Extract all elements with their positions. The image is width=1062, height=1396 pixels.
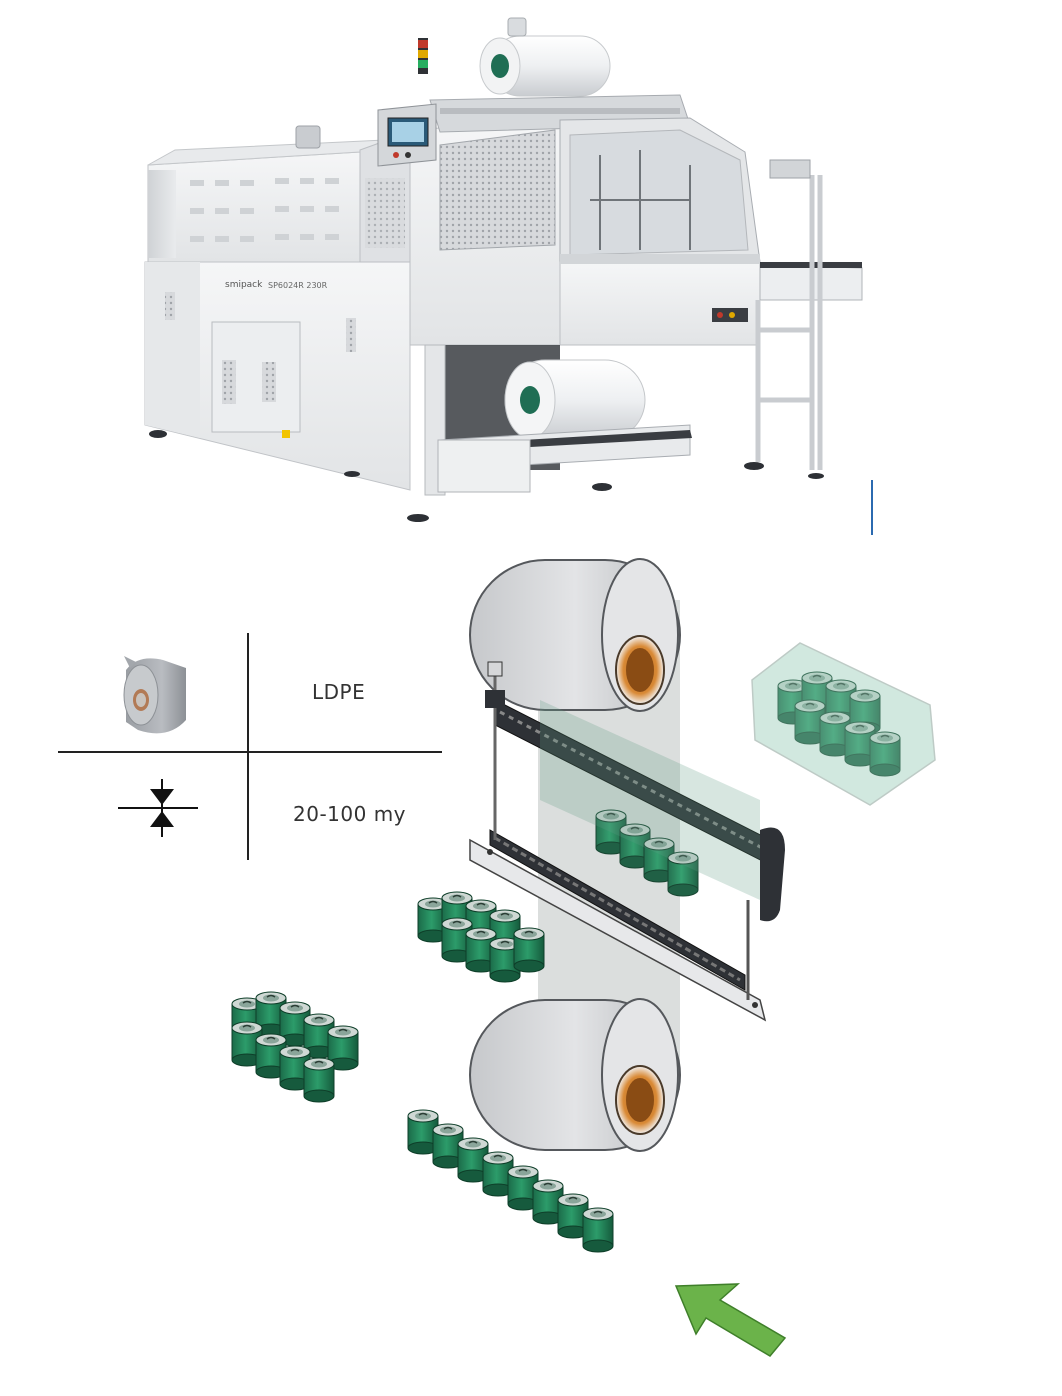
spec-table-grid bbox=[58, 633, 442, 860]
thickness-label: 20-100 my bbox=[293, 802, 407, 826]
grouped-cans-pack bbox=[417, 891, 545, 983]
collated-cans-pack bbox=[231, 991, 359, 1103]
sealing-bar-assembly bbox=[469, 661, 785, 1022]
machine-photo: smipack SP6024R 230R bbox=[144, 17, 873, 535]
machine-model-label: SP6024R 230R bbox=[268, 281, 328, 290]
wrapped-pack bbox=[751, 642, 936, 806]
film-roll-icon bbox=[123, 656, 186, 734]
material-label: LDPE bbox=[312, 680, 366, 704]
spec-table: LDPE 20-100 my bbox=[50, 630, 450, 865]
thickness-arrows-icon bbox=[118, 779, 198, 837]
lower-film-roll bbox=[469, 998, 681, 1152]
feed-direction-arrow-icon bbox=[674, 1283, 787, 1357]
wrapping-process-illustration bbox=[231, 558, 936, 1357]
upper-film-roll bbox=[469, 558, 681, 712]
machine-brand-logo: smipack bbox=[225, 280, 263, 290]
